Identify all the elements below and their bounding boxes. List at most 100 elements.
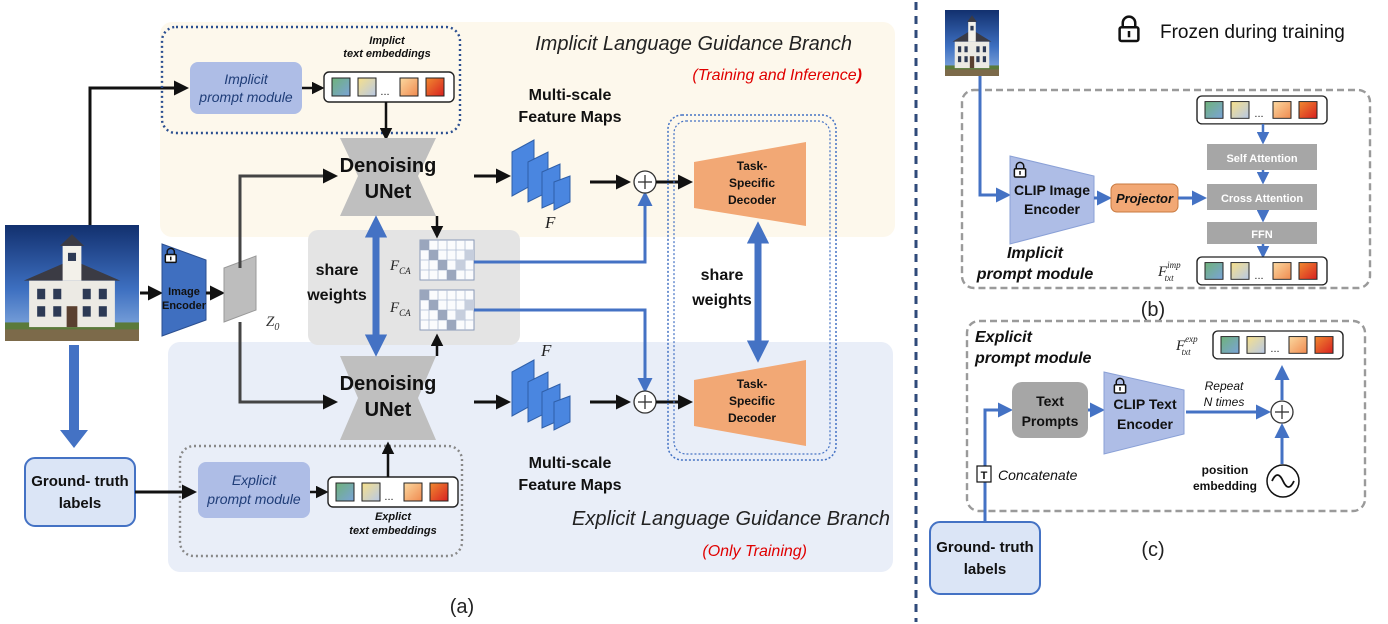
svg-text:...: ... <box>1254 270 1263 282</box>
feature-ca-label-bottom: FCA <box>389 300 411 318</box>
task-decoder-bottom: Task- Specific Decoder <box>694 360 806 446</box>
svg-text:Task-: Task- <box>737 377 767 391</box>
ground-truth-labels-a: Ground- truth labels <box>24 457 136 527</box>
svg-text:Ground- truth: Ground- truth <box>936 539 1033 556</box>
svg-text:UNet: UNet <box>365 181 412 203</box>
self-attention-block: Self Attention <box>1207 144 1317 170</box>
svg-text:Denoising: Denoising <box>340 373 437 395</box>
feature-ca-label-top: FCA <box>389 258 411 276</box>
svg-text:Image: Image <box>168 286 200 298</box>
arrow-latent-to-unet-top <box>238 168 338 268</box>
feature-symbol-bottom: F <box>540 341 552 360</box>
clip-image-encoder: CLIP Image Encoder <box>1009 155 1095 245</box>
input-image-small <box>945 10 999 76</box>
plus-icon <box>633 390 657 414</box>
arrow-image-to-ground-truth <box>60 345 88 448</box>
caption-a: (a) <box>450 596 474 618</box>
caption-b: (b) <box>1141 299 1165 321</box>
svg-text:Specific: Specific <box>729 176 775 190</box>
explicit-branch-title: Explicit Language Guidance Branch <box>572 508 890 530</box>
svg-text:prompt module: prompt module <box>206 491 301 507</box>
cross-attention-map-top <box>419 239 475 281</box>
panel-a: Implicit Language Guidance Branch (Train… <box>5 22 895 618</box>
plus-icon <box>1270 400 1294 424</box>
legend-frozen-label: Frozen during training <box>1160 22 1345 43</box>
svg-text:CLIP Text: CLIP Text <box>1113 396 1177 412</box>
svg-text:labels: labels <box>59 495 102 512</box>
lock-icon <box>1118 15 1140 43</box>
latent-z0 <box>223 255 257 323</box>
arrow-latent-to-unet-bottom <box>238 322 338 410</box>
arrow-attention-to-plus-top <box>474 191 653 264</box>
decoder-group <box>667 114 837 461</box>
denoising-unet-bottom: Denoising UNet <box>340 356 437 440</box>
svg-text:Specific: Specific <box>729 394 775 408</box>
svg-text:CLIP Image: CLIP Image <box>1014 182 1090 198</box>
svg-text:Cross Attention: Cross Attention <box>1221 193 1303 205</box>
implicit-branch-title: Implicit Language Guidance Branch <box>535 33 852 55</box>
ground-truth-labels-c: Ground- truth labels <box>929 521 1041 595</box>
svg-text:UNet: UNet <box>365 399 412 421</box>
svg-text:Explicit: Explicit <box>232 472 277 488</box>
svg-text:Denoising: Denoising <box>340 155 437 177</box>
svg-text:Implicit: Implicit <box>224 71 269 87</box>
svg-text:T: T <box>981 470 988 482</box>
cross-attention-block: Cross Attention <box>1207 184 1317 210</box>
arrow-ground-truth-to-text-prompts <box>983 402 1013 522</box>
legend: Frozen during training <box>1118 15 1345 43</box>
implicit-prompt-group <box>160 25 462 135</box>
svg-text:...: ... <box>1270 343 1279 355</box>
svg-text:Task-: Task- <box>737 159 767 173</box>
task-decoder-top: Task- Specific Decoder <box>694 142 806 226</box>
svg-text:Encoder: Encoder <box>162 300 207 312</box>
arrow-image-to-implicit-prompt <box>88 80 189 225</box>
latent-z0-label: Z0 <box>266 314 279 333</box>
denoising-unet-top: Denoising UNet <box>340 138 437 216</box>
explicit-prompt-module-box <box>965 319 1367 513</box>
svg-text:...: ... <box>1254 108 1263 120</box>
projector: Projector <box>1110 183 1179 213</box>
explicit-prompt-module: Explicit prompt module <box>198 462 310 518</box>
svg-text:Text: Text <box>1036 393 1064 409</box>
svg-text:Prompts: Prompts <box>1022 413 1079 429</box>
plus-icon <box>633 170 657 194</box>
explicit-prompt-group <box>178 444 464 558</box>
implicit-branch-subtitle: (Training and Inference) <box>692 67 862 84</box>
svg-text:Projector: Projector <box>1116 191 1174 206</box>
implicit-prompt-module-box <box>960 88 1372 290</box>
svg-text:Decoder: Decoder <box>728 193 776 207</box>
cross-attention-map-bottom <box>419 289 475 331</box>
svg-text:Encoder: Encoder <box>1024 201 1081 217</box>
arrow-attention-to-plus-bottom <box>474 308 653 393</box>
implicit-prompt-module: Implicit prompt module <box>190 62 302 114</box>
svg-text:prompt module: prompt module <box>198 89 293 105</box>
svg-text:Encoder: Encoder <box>1117 416 1174 432</box>
concatenate-label: Concatenate <box>998 467 1078 483</box>
svg-text:Ground- truth: Ground- truth <box>31 473 128 490</box>
text-prompts: Text Prompts <box>1012 382 1088 438</box>
svg-text:...: ... <box>380 86 389 98</box>
caption-c: (c) <box>1141 539 1164 561</box>
svg-text:Self Attention: Self Attention <box>1226 153 1297 165</box>
explicit-branch-subtitle: (Only Training) <box>702 543 807 560</box>
svg-text:FFN: FFN <box>1251 229 1272 241</box>
panel-b: CLIP Image Encoder Projector ... Self At… <box>945 10 1372 321</box>
svg-text:...: ... <box>384 491 393 503</box>
svg-text:Decoder: Decoder <box>728 411 776 425</box>
input-image <box>5 225 139 341</box>
image-encoder: Image Encoder <box>161 243 207 337</box>
sine-wave-icon <box>1266 464 1300 498</box>
